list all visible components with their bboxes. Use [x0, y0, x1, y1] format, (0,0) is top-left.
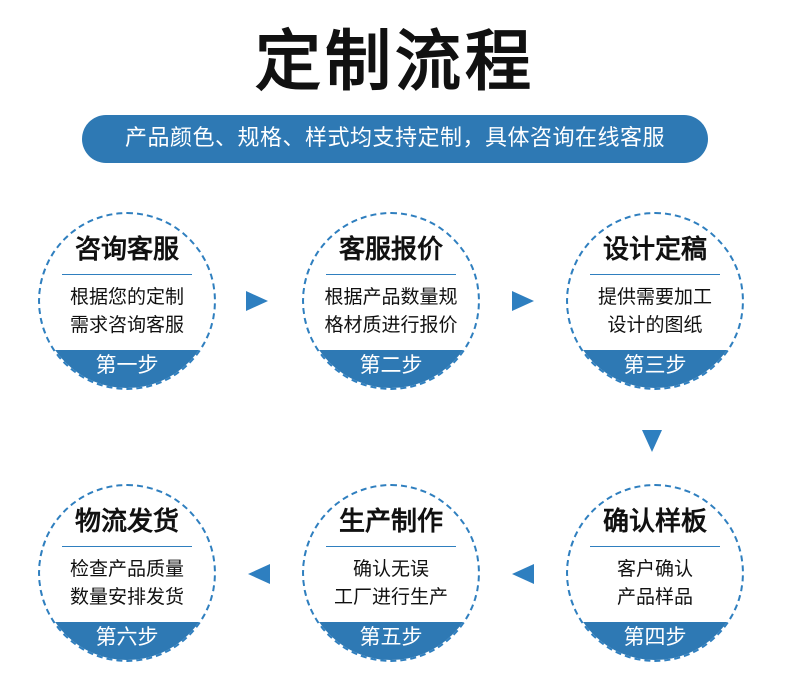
step-description: 根据产品数量规 格材质进行报价 — [304, 283, 478, 339]
divider — [590, 274, 720, 275]
divider — [590, 546, 720, 547]
arrow-down-icon — [642, 430, 662, 452]
step-description-line: 检查产品质量 — [69, 558, 184, 580]
step-1-consult: 咨询客服 根据您的定制 需求咨询客服 第一步 — [38, 212, 216, 390]
step-description: 根据您的定制 需求咨询客服 — [40, 283, 214, 339]
step-description-line: 设计的图纸 — [607, 314, 703, 336]
step-circle: 物流发货 检查产品质量 数量安排发货 第六步 — [38, 484, 216, 662]
step-badge: 第一步 — [40, 350, 214, 388]
step-title: 物流发货 — [74, 507, 179, 537]
arrow-left-icon — [512, 564, 534, 584]
divider — [62, 274, 192, 275]
step-badge: 第四步 — [568, 622, 742, 660]
divider — [326, 274, 456, 275]
step-circle: 生产制作 确认无误 工厂进行生产 第五步 — [302, 484, 480, 662]
step-2-quote: 客服报价 根据产品数量规 格材质进行报价 第二步 — [302, 212, 480, 390]
step-description-line: 根据您的定制 — [69, 286, 184, 308]
step-description-line: 工厂进行生产 — [333, 586, 448, 608]
step-3-design: 设计定稿 提供需要加工 设计的图纸 第三步 — [566, 212, 744, 390]
step-badge: 第六步 — [40, 622, 214, 660]
step-description-line: 格材质进行报价 — [324, 314, 458, 336]
step-description: 确认无误 工厂进行生产 — [304, 555, 478, 611]
page-title: 定制流程 — [255, 23, 535, 100]
step-5-production: 生产制作 确认无误 工厂进行生产 第五步 — [302, 484, 480, 662]
step-circle: 客服报价 根据产品数量规 格材质进行报价 第二步 — [302, 212, 480, 390]
step-description-line: 根据产品数量规 — [324, 286, 458, 308]
divider — [62, 546, 192, 547]
step-6-shipping: 物流发货 检查产品质量 数量安排发货 第六步 — [38, 484, 216, 662]
step-circle: 设计定稿 提供需要加工 设计的图纸 第三步 — [566, 212, 744, 390]
step-description-line: 确认无误 — [352, 558, 429, 580]
step-badge: 第三步 — [568, 350, 742, 388]
step-title: 客服报价 — [338, 235, 443, 265]
step-description-line: 数量安排发货 — [69, 586, 184, 608]
step-title: 生产制作 — [338, 507, 443, 537]
step-circle: 咨询客服 根据您的定制 需求咨询客服 第一步 — [38, 212, 216, 390]
step-badge: 第五步 — [304, 622, 478, 660]
step-description: 检查产品质量 数量安排发货 — [40, 555, 214, 611]
step-circle: 确认样板 客户确认 产品样品 第四步 — [566, 484, 744, 662]
step-description-line: 客户确认 — [616, 558, 693, 580]
step-4-sample: 确认样板 客户确认 产品样品 第四步 — [566, 484, 744, 662]
arrow-right-icon — [512, 291, 534, 311]
step-description-line: 提供需要加工 — [597, 286, 712, 308]
step-badge: 第二步 — [304, 350, 478, 388]
subtitle-banner: 产品颜色、规格、样式均支持定制，具体咨询在线客服 — [82, 115, 708, 163]
step-title: 确认样板 — [602, 507, 707, 537]
step-title: 设计定稿 — [602, 235, 707, 265]
step-description: 提供需要加工 设计的图纸 — [568, 283, 742, 339]
step-description: 客户确认 产品样品 — [568, 555, 742, 611]
step-description-line: 需求咨询客服 — [69, 314, 184, 336]
arrow-left-icon — [248, 564, 270, 584]
arrow-right-icon — [246, 291, 268, 311]
step-title: 咨询客服 — [74, 235, 179, 265]
divider — [326, 546, 456, 547]
step-description-line: 产品样品 — [616, 586, 693, 608]
